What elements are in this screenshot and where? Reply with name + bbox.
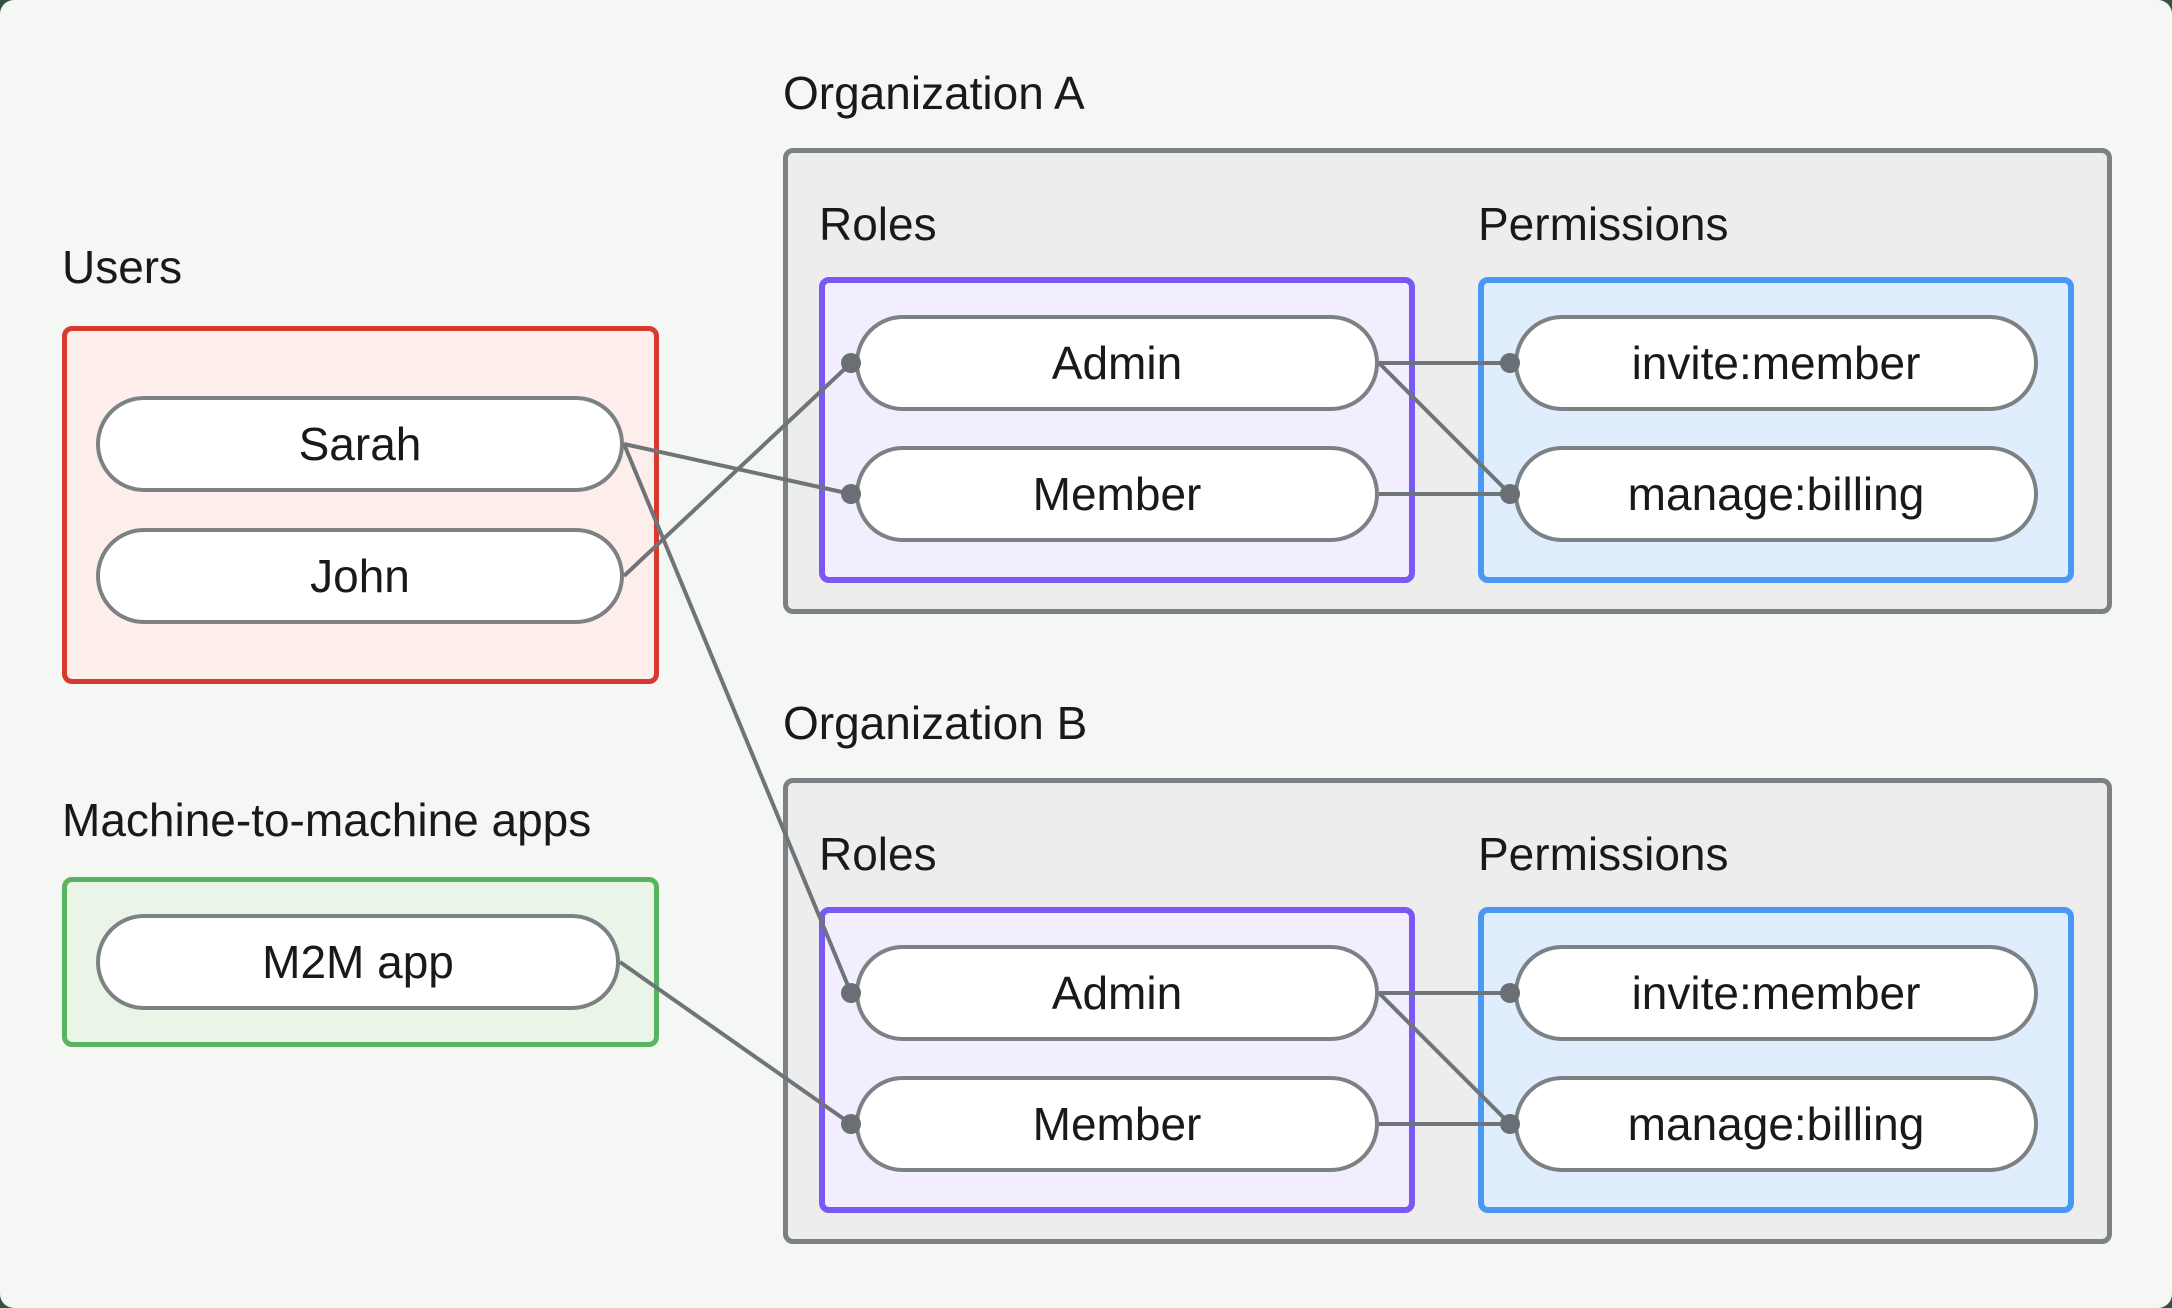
org-b-role-member: Member (855, 1076, 1379, 1172)
org-b-title: Organization B (783, 697, 1088, 749)
org-b-permission-manage-billing: manage:billing (1514, 1076, 2038, 1172)
m2m-group-box: M2M app (62, 877, 659, 1047)
m2m-app-node-label: M2M app (262, 936, 454, 988)
org-a-permissions-label: Permissions (1478, 198, 1729, 250)
org-a-permission-manage-billing: manage:billing (1514, 446, 2038, 542)
user-node-sarah-label: Sarah (298, 418, 422, 470)
org-b-permission-manage-billing-label: manage:billing (1627, 1098, 1925, 1150)
user-node-sarah: Sarah (96, 396, 624, 492)
org-a-roles-label: Roles (819, 198, 937, 250)
org-b-permissions-label: Permissions (1478, 828, 1729, 880)
org-a-permissions-box: invite:member manage:billing (1478, 277, 2074, 583)
org-b-box: Roles Permissions Admin Member invite:me… (783, 778, 2112, 1244)
org-b-permission-invite-member: invite:member (1514, 945, 2038, 1041)
org-b-roles-box: Admin Member (819, 907, 1415, 1213)
org-a-permission-invite-member-label: invite:member (1631, 337, 1921, 389)
users-group-box: Sarah John (62, 326, 659, 684)
org-a-permission-manage-billing-label: manage:billing (1627, 468, 1925, 520)
org-a-permission-invite-member: invite:member (1514, 315, 2038, 411)
org-b-roles-label: Roles (819, 828, 937, 880)
org-a-role-member-label: Member (1032, 468, 1202, 520)
org-b-permissions-box: invite:member manage:billing (1478, 907, 2074, 1213)
org-a-title: Organization A (783, 67, 1085, 119)
m2m-app-node: M2M app (96, 914, 620, 1010)
org-a-role-admin: Admin (855, 315, 1379, 411)
org-b-role-admin-label: Admin (1051, 967, 1183, 1019)
org-a-box: Roles Permissions Admin Member invite:me… (783, 148, 2112, 614)
user-node-john-label: John (310, 550, 410, 602)
org-a-roles-box: Admin Member (819, 277, 1415, 583)
user-node-john: John (96, 528, 624, 624)
org-b-permission-invite-member-label: invite:member (1631, 967, 1921, 1019)
org-a-role-member: Member (855, 446, 1379, 542)
org-b-role-admin: Admin (855, 945, 1379, 1041)
users-group-label: Users (62, 241, 183, 293)
org-b-role-member-label: Member (1032, 1098, 1202, 1150)
org-a-role-admin-label: Admin (1051, 337, 1183, 389)
m2m-group-label: Machine-to-machine apps (62, 794, 592, 846)
